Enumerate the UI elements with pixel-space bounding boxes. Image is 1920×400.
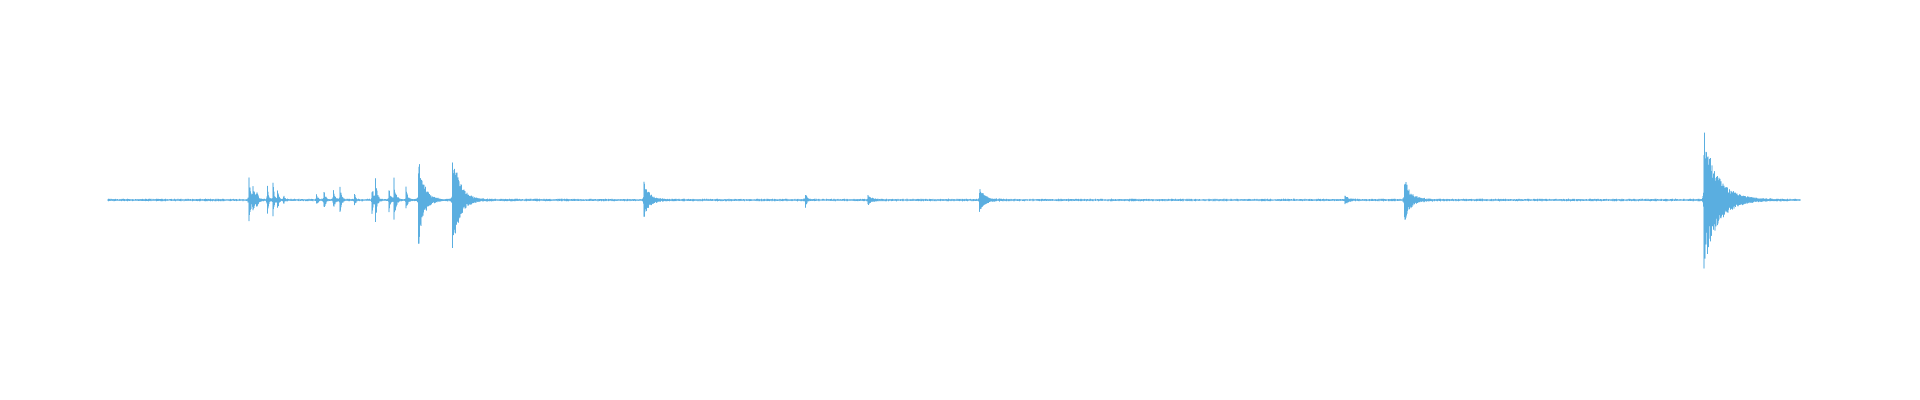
waveform-trace <box>107 132 1801 269</box>
